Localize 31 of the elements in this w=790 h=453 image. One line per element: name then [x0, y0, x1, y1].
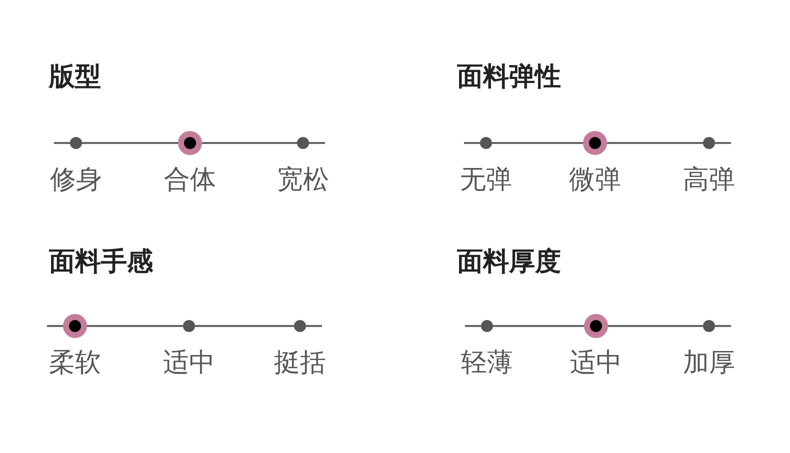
- scale-line: [87, 325, 183, 327]
- scale-line: [47, 325, 63, 327]
- scale-title: 面料弹性: [457, 62, 561, 92]
- scale-line: [202, 142, 297, 144]
- scale-line: [465, 325, 481, 327]
- scale-line: [492, 142, 583, 144]
- scale-line: [306, 325, 322, 327]
- option-label: 加厚: [683, 349, 735, 377]
- scale-title: 版型: [49, 62, 101, 92]
- option-label: 无弹: [460, 166, 512, 194]
- scale-line: [309, 142, 325, 144]
- option-label: 微弹: [569, 166, 621, 194]
- scale-line: [54, 142, 70, 144]
- option-label: 轻薄: [461, 349, 513, 377]
- option-label: 宽松: [277, 166, 329, 194]
- scale-line: [607, 142, 703, 144]
- option-label: 高弹: [683, 166, 735, 194]
- option-label: 适中: [163, 349, 215, 377]
- scale-title: 面料厚度: [457, 247, 561, 277]
- option-label: 合体: [164, 166, 216, 194]
- scale-line: [715, 325, 731, 327]
- option-label: 柔软: [49, 349, 101, 377]
- option-label: 挺括: [274, 349, 326, 377]
- option-label: 修身: [50, 166, 102, 194]
- scale-title: 面料手感: [49, 247, 153, 277]
- scale-line: [493, 325, 584, 327]
- scale-line: [195, 325, 294, 327]
- option-label: 适中: [570, 349, 622, 377]
- scale-line: [464, 142, 480, 144]
- scale-line: [82, 142, 178, 144]
- scale-line: [715, 142, 731, 144]
